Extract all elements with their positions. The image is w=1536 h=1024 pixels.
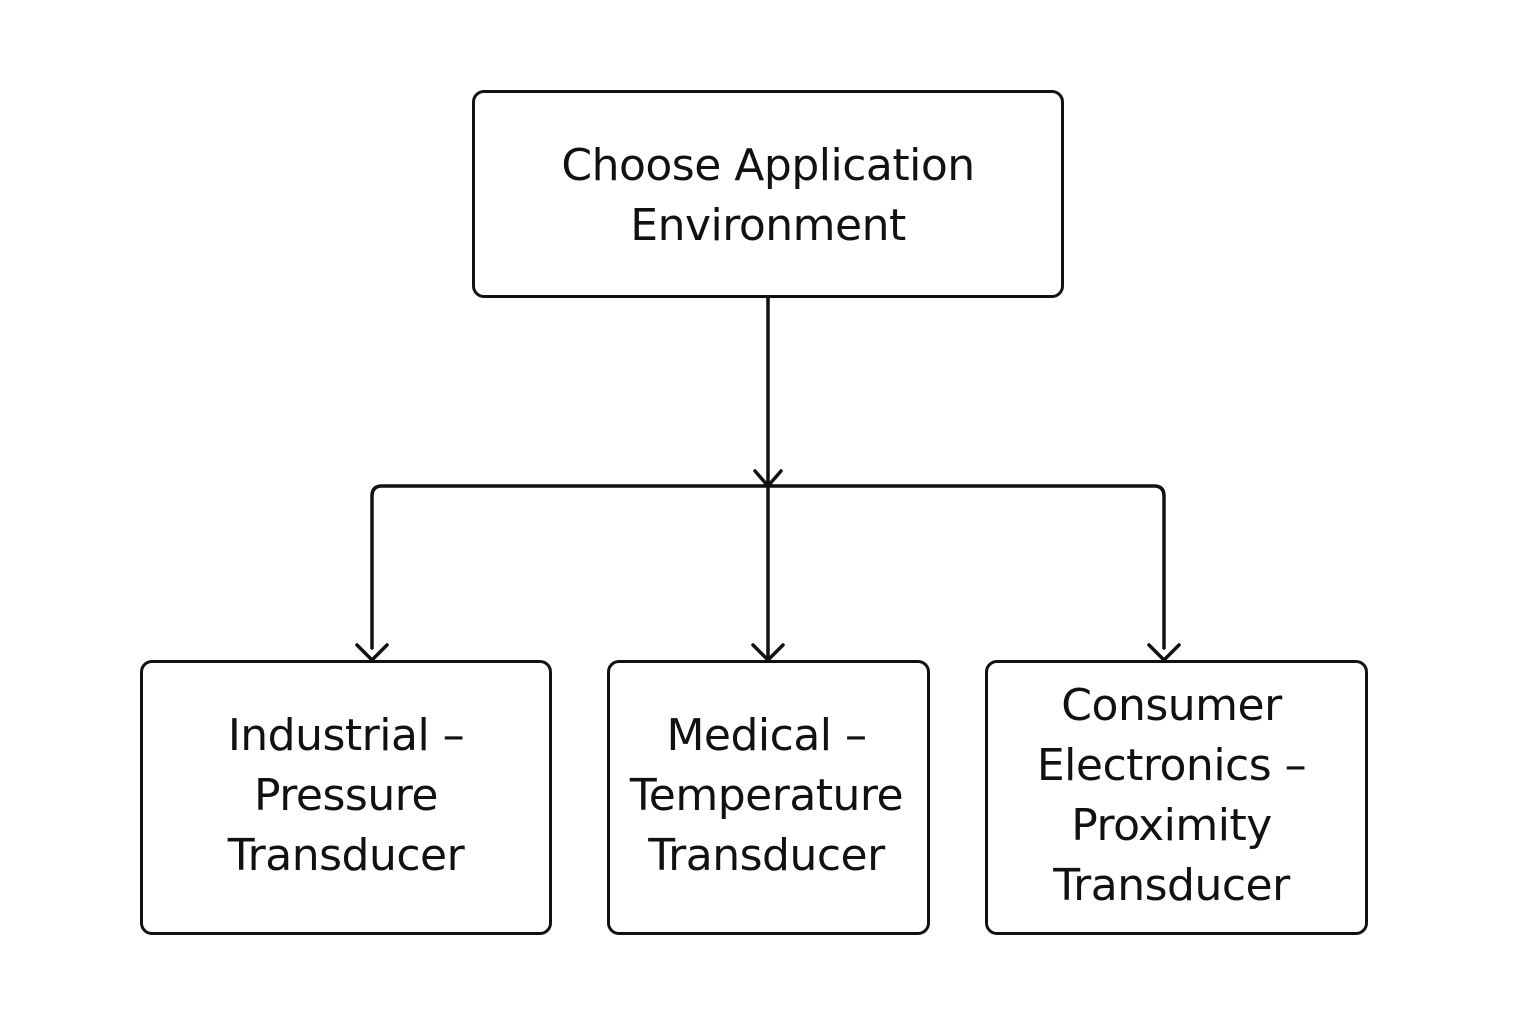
medical-label-line: Temperature [629, 770, 904, 821]
branch-node-medical: Medical – Temperature Transducer [607, 660, 930, 935]
consumer-label-line: Transducer [1053, 860, 1290, 911]
root-label-line: Choose Application [561, 140, 975, 191]
medical-label-line: Medical – [666, 710, 867, 761]
consumer-label-line: Proximity [1071, 800, 1272, 851]
branch-node-industrial: Industrial – Pressure Transducer [140, 660, 552, 935]
medical-node-label: Medical – Temperature Transducer [629, 706, 904, 886]
industrial-label-line: Pressure [254, 770, 438, 821]
consumer-node-label: Consumer Electronics – Proximity Transdu… [1036, 676, 1307, 916]
root-node-choose-application-environment: Choose Application Environment [472, 90, 1064, 298]
consumer-label-line: Electronics – [1036, 740, 1307, 791]
consumer-label-line: Consumer [1061, 680, 1282, 731]
industrial-label-line: Industrial – [227, 710, 465, 761]
branch-node-consumer-electronics: Consumer Electronics – Proximity Transdu… [985, 660, 1368, 935]
industrial-node-label: Industrial – Pressure Transducer [227, 706, 465, 886]
industrial-label-line: Transducer [227, 830, 465, 881]
root-node-label: Choose Application Environment [561, 136, 975, 256]
medical-label-line: Transducer [648, 830, 885, 881]
root-label-line: Environment [630, 200, 906, 251]
